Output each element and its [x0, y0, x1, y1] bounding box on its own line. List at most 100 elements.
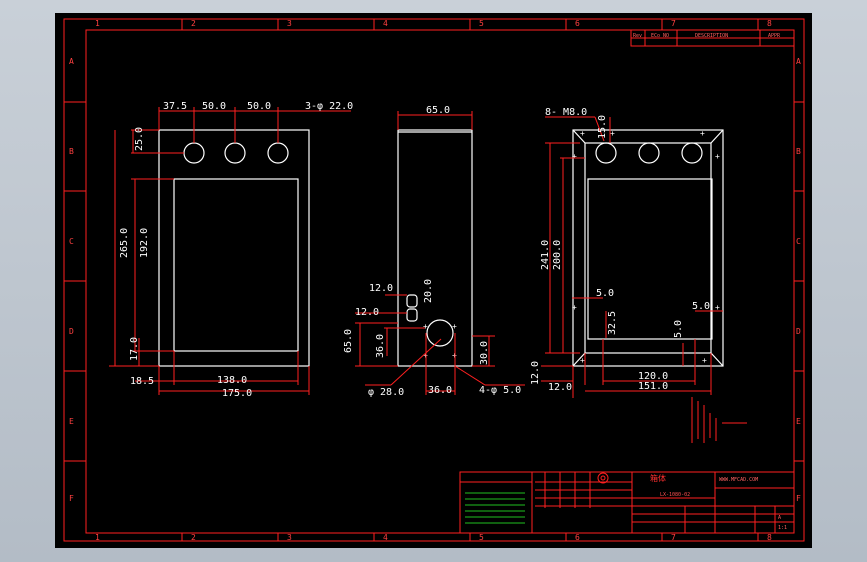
side-dim-36-bottom: 36.0 [428, 385, 452, 396]
title-block-rev: A [778, 515, 781, 521]
side-dim-30: 30.0 [479, 341, 490, 365]
rev-header: Rev [633, 33, 642, 39]
cad-drawing: 1 2 3 4 5 6 7 8 1 2 3 4 5 6 7 8 A B C D … [63, 18, 805, 542]
row-label-a-right: A [796, 57, 801, 66]
front-dim-37-5: 37.5 [163, 101, 187, 112]
side-dim-65-top: 65.0 [426, 105, 450, 116]
back-dim-15: 15.0 [597, 115, 608, 139]
svg-text:+: + [452, 322, 457, 331]
svg-text:+: + [572, 303, 577, 312]
col-label-7-top: 7 [671, 19, 676, 28]
front-hole-2 [224, 142, 246, 164]
col-label-1-bottom: 1 [95, 533, 100, 542]
front-hole-callout: 3-φ 22.0 [305, 101, 353, 112]
back-dim-5-b: 5.0 [692, 301, 710, 312]
row-label-a-left: A [69, 57, 74, 66]
side-dim-20: 20.0 [423, 279, 434, 303]
side-large-hole [426, 319, 454, 347]
side-view: ++ ++ 65.0 12.0 20.0 12 [343, 105, 525, 398]
back-dim-151: 151.0 [638, 381, 668, 392]
row-label-d-left: D [69, 327, 74, 336]
front-dim-18-5: 18.5 [130, 376, 154, 387]
row-label-b-right: B [796, 147, 801, 156]
appr-header: APPR [768, 33, 781, 39]
col-label-4-top: 4 [383, 19, 388, 28]
col-label-3-top: 3 [287, 19, 292, 28]
front-dim-265: 265.0 [119, 228, 130, 258]
col-label-1-top: 1 [95, 19, 100, 28]
side-dim-12-b: 12.0 [355, 307, 379, 318]
back-hole-callout: 8- M8.0 [545, 107, 587, 118]
side-dim-36-left: 36.0 [375, 334, 386, 358]
title-block: 箱体 LX-1080-02 WWW.MFCAD.COM 1:1 A [459, 471, 795, 534]
col-label-6-bottom: 6 [575, 533, 580, 542]
front-view: 37.5 50.0 50.0 3-φ 22.0 25.0 265.0 192.0… [109, 101, 353, 399]
svg-text:+: + [580, 129, 585, 138]
desc-header: DESCRIPTION [695, 33, 728, 39]
back-flange [584, 142, 712, 354]
column-ticks [181, 19, 759, 541]
back-dim-200: 200.0 [552, 240, 563, 270]
front-dim-17: 17.0 [129, 337, 140, 361]
row-label-f-left: F [69, 494, 74, 503]
col-label-6-top: 6 [575, 19, 580, 28]
col-label-5-top: 5 [479, 19, 484, 28]
row-label-e-left: E [69, 417, 74, 426]
row-label-d-right: D [796, 327, 801, 336]
col-label-7-bottom: 7 [671, 533, 676, 542]
side-slot-1 [406, 294, 418, 308]
title-block-part-no: LX-1080-02 [660, 492, 690, 498]
back-outline [572, 129, 724, 367]
svg-text:+: + [715, 152, 720, 161]
row-label-c-right: C [796, 237, 801, 246]
revision-block: Rev ECo NO DESCRIPTION APPR [630, 29, 795, 47]
col-label-8-top: 8 [767, 19, 772, 28]
col-label-2-top: 2 [191, 19, 196, 28]
col-label-4-bottom: 4 [383, 533, 388, 542]
front-window [173, 178, 299, 352]
svg-text:+: + [580, 356, 585, 365]
back-dim-5-c: 5.0 [673, 320, 684, 338]
svg-text:+: + [610, 129, 615, 138]
back-dim-120: 120.0 [638, 371, 668, 382]
col-label-2-bottom: 2 [191, 533, 196, 542]
side-circle-callout: φ 28.0 [368, 387, 404, 398]
eco-header: ECo NO [651, 33, 669, 39]
back-dim-12-v: 12.0 [530, 361, 541, 385]
col-label-5-bottom: 5 [479, 533, 484, 542]
front-dim-50-b: 50.0 [247, 101, 271, 112]
side-dim-12-a: 12.0 [369, 283, 393, 294]
title-block-name: 箱体 [650, 473, 666, 483]
row-ticks [64, 101, 804, 462]
svg-text:+: + [423, 322, 428, 331]
row-label-c-left: C [69, 237, 74, 246]
back-hole-1 [595, 142, 617, 164]
front-dim-192: 192.0 [139, 228, 150, 258]
col-label-3-bottom: 3 [287, 533, 292, 542]
back-view: +++ ++ ++ ++ 8- [530, 107, 724, 398]
front-hole-3 [267, 142, 289, 164]
drawing-canvas[interactable]: 1 2 3 4 5 6 7 8 1 2 3 4 5 6 7 8 A B C D … [55, 13, 812, 548]
svg-text:+: + [715, 303, 720, 312]
back-hole-3 [681, 142, 703, 164]
front-dim-175: 175.0 [222, 388, 252, 399]
front-dim-50-a: 50.0 [202, 101, 226, 112]
front-dim-138: 138.0 [217, 375, 247, 386]
svg-text:+: + [700, 129, 705, 138]
back-window [587, 178, 713, 340]
svg-text:+: + [702, 356, 707, 365]
row-label-f-right: F [796, 494, 801, 503]
front-outline [158, 129, 310, 367]
title-block-scale: 1:1 [778, 525, 787, 531]
back-dim-241: 241.0 [540, 240, 551, 270]
back-hole-2 [638, 142, 660, 164]
row-label-b-left: B [69, 147, 74, 156]
front-dim-25: 25.0 [134, 127, 145, 151]
outer-border [63, 18, 805, 542]
side-dim-65-left: 65.0 [343, 329, 354, 353]
side-outline [397, 129, 473, 367]
back-dim-12-h: 12.0 [548, 382, 572, 393]
front-hole-1 [183, 142, 205, 164]
back-dim-32-5: 32.5 [607, 311, 618, 335]
row-label-e-right: E [796, 417, 801, 426]
